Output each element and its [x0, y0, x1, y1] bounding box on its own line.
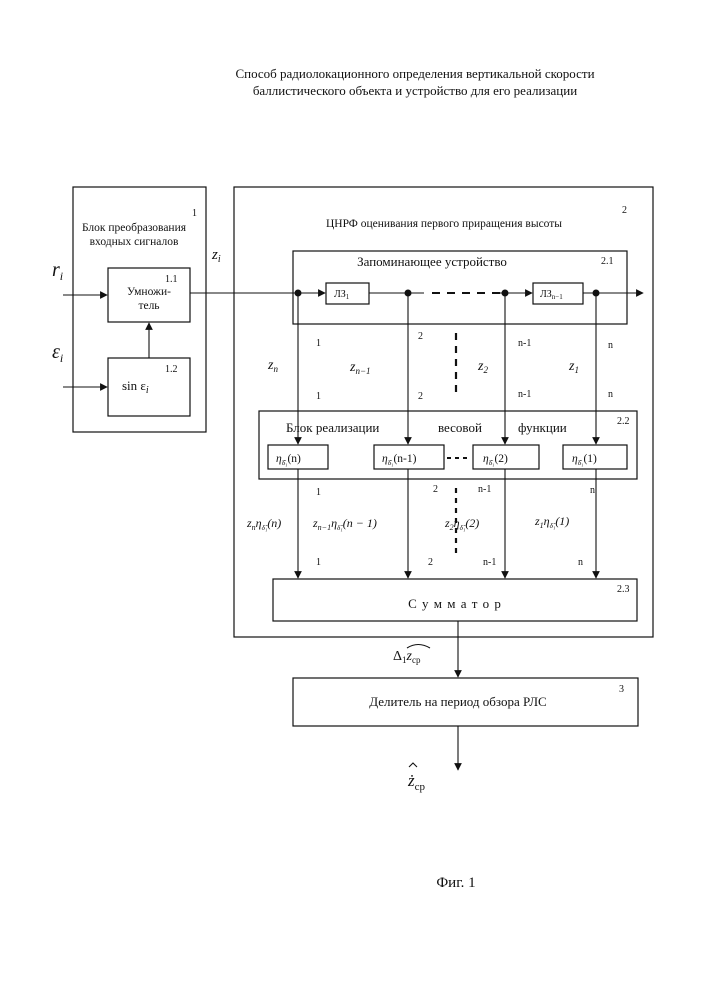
tap-index-2-top: 2 — [418, 331, 423, 342]
z-1-label: z1 — [568, 359, 579, 375]
block-2-1-number: 2.1 — [601, 256, 614, 267]
input-eps-label: εi — [52, 341, 63, 365]
weight-cell-n-1-label: ηδ̂₁(n-1) — [382, 453, 417, 467]
block-1-2-number: 1.2 — [165, 364, 178, 375]
product-index-2-top: 2 — [433, 484, 438, 495]
tap-index-1-top: 1 — [316, 338, 321, 349]
product-label-1: z1ηδ̂₁(1) — [534, 514, 569, 530]
tap-index-n-1-top: n-1 — [518, 338, 531, 349]
block-3-label: Делитель на период обзора РЛС — [369, 694, 546, 709]
block-2-2-label-part-1: Блок реализации — [286, 420, 379, 435]
block-1-1-label-2: тель — [138, 300, 159, 312]
product-index-n-top: n — [590, 485, 595, 496]
product-index-1-top: 1 — [316, 487, 321, 498]
delay-line-1-label: ЛЗ1 — [334, 289, 350, 301]
weight-cell-2-label: ηδ̂₁(2) — [483, 453, 508, 467]
delay-line-n-1-label: ЛЗn−1 — [540, 289, 563, 301]
block-1-label-2: входных сигналов — [90, 236, 179, 248]
tap-index-1-bottom: 1 — [316, 391, 321, 402]
block-1-2-label: sin εi — [122, 378, 149, 396]
sum-output-label: Δ1zср — [393, 649, 421, 665]
block-2-number: 2 — [622, 205, 627, 216]
block-1-1-label-1: Умножи- — [127, 286, 171, 298]
block-2-2-label-part-2: весовой — [438, 420, 482, 435]
sum-output-hat — [407, 645, 430, 649]
block-2-1-label: Запоминающее устройство — [357, 254, 507, 269]
product-index-n-1-top: n-1 — [478, 484, 491, 495]
tap-index-n-top: n — [608, 340, 613, 351]
final-output-hat — [409, 763, 417, 767]
block-1-2-sine — [108, 358, 190, 416]
tap-index-n-bottom: n — [608, 389, 613, 400]
block-2-3-number: 2.3 — [617, 584, 630, 595]
tap-index-n-1-bottom: n-1 — [518, 389, 531, 400]
block-1-1-number: 1.1 — [165, 274, 178, 285]
title-line-2: баллистического объекта и устройство для… — [253, 83, 577, 98]
figure-caption: Фиг. 1 — [436, 875, 475, 891]
block-2-2-number: 2.2 — [617, 416, 630, 427]
input-r-label: ri — [52, 259, 63, 283]
block-2-2-label-part-3: функции — [518, 420, 567, 435]
block-1-number: 1 — [192, 208, 197, 219]
weight-cell-n-label: ηδ̂₁(n) — [276, 453, 301, 467]
tap-index-2-bottom: 2 — [418, 391, 423, 402]
product-index-1-bottom: 1 — [316, 557, 321, 568]
product-index-2-bottom: 2 — [428, 557, 433, 568]
z-n-1-label: zn−1 — [349, 360, 371, 376]
product-label-n-1: zn−1ηδ̂₁(n − 1) — [312, 516, 377, 532]
final-output-label: żср — [407, 771, 426, 793]
z-i-label: zi — [211, 247, 221, 265]
block-3-number: 3 — [619, 684, 624, 695]
block-2-3-label: С у м м а т о р — [408, 596, 502, 611]
z-n-label: zn — [267, 358, 278, 374]
weight-cell-1-label: ηδ̂₁(1) — [572, 453, 597, 467]
product-index-n-1-bottom: n-1 — [483, 557, 496, 568]
block-2-label: ЦНРФ оценивания первого приращения высот… — [326, 218, 562, 230]
product-label-2: z2ηδ̂₁(2) — [444, 516, 479, 532]
block-1-label-1: Блок преобразования — [82, 222, 187, 234]
title-line-1: Способ радиолокационного определения вер… — [235, 66, 594, 81]
product-index-n-bottom: n — [578, 557, 583, 568]
z-2-label: z2 — [477, 359, 488, 375]
product-label-n: znηδ̂₁(n) — [246, 516, 281, 532]
